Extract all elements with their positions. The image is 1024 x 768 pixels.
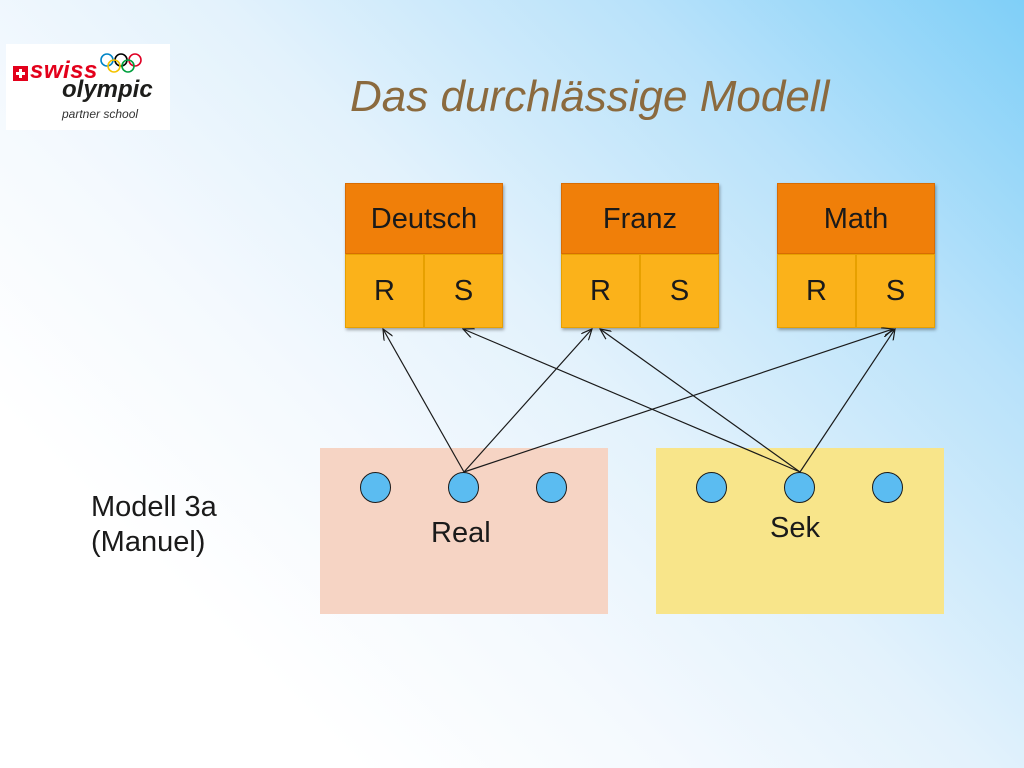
subject-math-header: Math bbox=[777, 183, 935, 254]
real-student-dot bbox=[360, 472, 391, 503]
real-student-dot bbox=[448, 472, 479, 503]
logo-olympic-text: olympic bbox=[62, 76, 153, 103]
subject-franz-r-cell: R bbox=[561, 254, 640, 328]
logo-swiss-text: swiss bbox=[30, 57, 98, 84]
subject-franz-s-cell: S bbox=[640, 254, 719, 328]
subject-franz: Franz R S bbox=[561, 183, 719, 328]
model-label-line1: Modell 3a bbox=[91, 491, 217, 523]
swiss-cross-icon bbox=[13, 66, 28, 81]
swiss-olympic-logo: swiss olympic partner school bbox=[6, 44, 170, 130]
subject-math-s-cell: S bbox=[856, 254, 935, 328]
real-student-dot bbox=[536, 472, 567, 503]
sek-student-dot bbox=[872, 472, 903, 503]
subject-math-r-cell: R bbox=[777, 254, 856, 328]
real-label: Real bbox=[431, 517, 491, 549]
olympic-rings-icon bbox=[100, 53, 142, 73]
logo-partner-text: partner school bbox=[62, 107, 139, 121]
sek-label: Sek bbox=[770, 512, 820, 544]
slide-title: Das durchlässige Modell bbox=[350, 72, 830, 121]
subject-franz-header: Franz bbox=[561, 183, 719, 254]
subject-deutsch-r-cell: R bbox=[345, 254, 424, 328]
subject-math: Math R S bbox=[777, 183, 935, 328]
sek-student-dot bbox=[696, 472, 727, 503]
model-label: Modell 3a (Manuel) bbox=[91, 490, 217, 560]
sek-student-dot bbox=[784, 472, 815, 503]
subject-deutsch: Deutsch R S bbox=[345, 183, 503, 328]
subject-deutsch-header: Deutsch bbox=[345, 183, 503, 254]
subject-deutsch-s-cell: S bbox=[424, 254, 503, 328]
model-label-line2: (Manuel) bbox=[91, 526, 206, 558]
